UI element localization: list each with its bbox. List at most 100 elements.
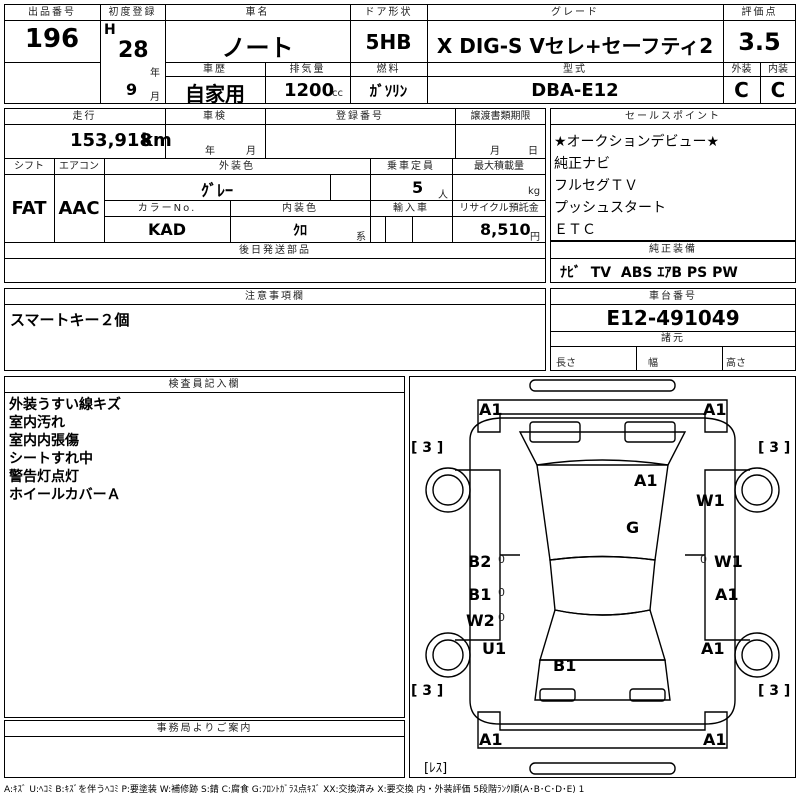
dimensions-label: 諸元 <box>661 333 685 344</box>
divider <box>104 216 546 217</box>
selling-points-block <box>550 108 796 241</box>
inspector-note: 室内汚れ <box>9 415 65 431</box>
divider <box>723 76 796 77</box>
divider <box>550 346 796 347</box>
interior-color-unit: 系 <box>356 232 366 243</box>
divider <box>265 62 266 104</box>
wheel-rear-right <box>734 632 780 678</box>
interior-color: ｸﾛ <box>293 223 307 239</box>
exterior-score: C <box>734 78 749 102</box>
spec-block <box>4 108 546 283</box>
divider <box>4 174 546 175</box>
inspector-note: シートすれ中 <box>9 451 93 467</box>
score-label: 評価点 <box>741 7 778 18</box>
length-label: 長さ <box>556 358 576 369</box>
roof-outline <box>549 555 656 616</box>
inspection-label: 車検 <box>203 111 227 122</box>
body-outline <box>469 417 736 725</box>
tire-depth: [ 3 ] <box>758 440 791 456</box>
header-block <box>4 4 796 104</box>
divider <box>54 158 55 242</box>
divider <box>427 4 428 62</box>
divider <box>427 62 428 104</box>
divider <box>265 108 266 158</box>
chassis-block <box>550 288 796 371</box>
fuel-label: 燃料 <box>376 64 401 75</box>
divider <box>350 4 351 104</box>
door-zero-mark: 0 <box>700 553 707 566</box>
door-label: ドア形状 <box>364 7 413 18</box>
divider <box>370 158 371 242</box>
door-type: 5HB <box>365 30 412 54</box>
door-zero-mark: 0 <box>498 586 505 599</box>
aircon-label: エアコン <box>59 161 99 172</box>
max-load-unit: kg <box>528 186 541 197</box>
chassis-number-label: 車台番号 <box>649 291 697 302</box>
year-unit: 年 <box>150 68 160 79</box>
damage-mark: W1 <box>714 552 743 571</box>
damage-mark: A1 <box>703 400 727 419</box>
divider <box>455 108 456 158</box>
selling-point: プッシュスタート <box>554 200 666 216</box>
lot-label: 出品番号 <box>28 7 76 18</box>
lot-number: 196 <box>24 24 80 54</box>
recycle-fee: 8,510 <box>480 220 531 239</box>
equipment-block <box>550 241 796 283</box>
displacement: 1200 <box>284 80 335 101</box>
legend: A:ｷｽﾞ U:ﾍｺﾐ B:ｷｽﾞを伴うﾍｺﾐ P:要塗装 W:補修跡 S:錆 … <box>4 785 585 795</box>
max-load-label: 最大積載量 <box>474 161 524 172</box>
aircon: AAC <box>58 198 100 219</box>
car-name-label: 車名 <box>245 7 270 18</box>
interior-color-label: 内装色 <box>282 203 318 214</box>
inspector-note: 室内内張傷 <box>9 433 79 449</box>
inspector-block <box>4 376 405 718</box>
damage-mark: A1 <box>701 639 725 658</box>
chassis-number: E12-491049 <box>606 306 740 330</box>
wheel-rear-left <box>425 632 471 678</box>
capacity: 5 <box>412 178 424 197</box>
divider <box>412 216 413 242</box>
divider <box>760 62 761 104</box>
divider <box>4 20 723 21</box>
notes-block <box>4 288 546 371</box>
selling-point: 純正ナビ <box>554 156 610 172</box>
inspection-year-unit: 年 <box>205 146 215 157</box>
front-grille-outline <box>624 421 676 443</box>
rear-bumper-outline <box>529 762 676 775</box>
damage-mark: A1 <box>634 471 658 490</box>
damage-mark: U1 <box>482 639 507 658</box>
inspector-note: 外装うすい線キズ <box>9 397 121 413</box>
interior-label: 内装 <box>768 64 788 75</box>
divider <box>550 304 796 305</box>
damage-mark: B2 <box>468 552 492 571</box>
divider <box>4 392 405 393</box>
height-label: 高さ <box>726 358 746 369</box>
divider <box>4 124 546 125</box>
door-zero-mark: 0 <box>498 553 505 566</box>
mileage: 153,918 <box>70 130 152 151</box>
document-deadline-label: 譲渡書類期限 <box>470 111 531 122</box>
front-edge-outline <box>477 399 728 433</box>
spare-tire-mark: [ﾚｽ] <box>424 761 448 776</box>
damage-mark: A1 <box>715 585 739 604</box>
rear-edge-outline <box>477 711 728 749</box>
color-number-label: カラーNo. <box>137 203 197 214</box>
tire-depth: [ 3 ] <box>411 440 444 456</box>
first-registration-label: 初度登録 <box>108 7 157 18</box>
wheel-front-right <box>734 467 780 513</box>
divider <box>230 200 231 242</box>
width-label: 幅 <box>648 358 658 369</box>
wheel-front-left <box>425 467 471 513</box>
divider <box>385 216 386 242</box>
office-block <box>4 720 405 778</box>
trunk-outline <box>534 659 671 701</box>
era: H <box>104 22 116 38</box>
damage-mark: G <box>626 518 640 537</box>
capacity-label: 乗車定員 <box>387 161 435 172</box>
office-label: 事務局よりご案内 <box>156 723 253 734</box>
capacity-unit: 人 <box>438 190 448 201</box>
divider <box>4 62 100 63</box>
divider <box>723 62 796 63</box>
notes-text: スマートキー２個 <box>10 311 130 329</box>
car-name: ノート <box>221 34 294 62</box>
